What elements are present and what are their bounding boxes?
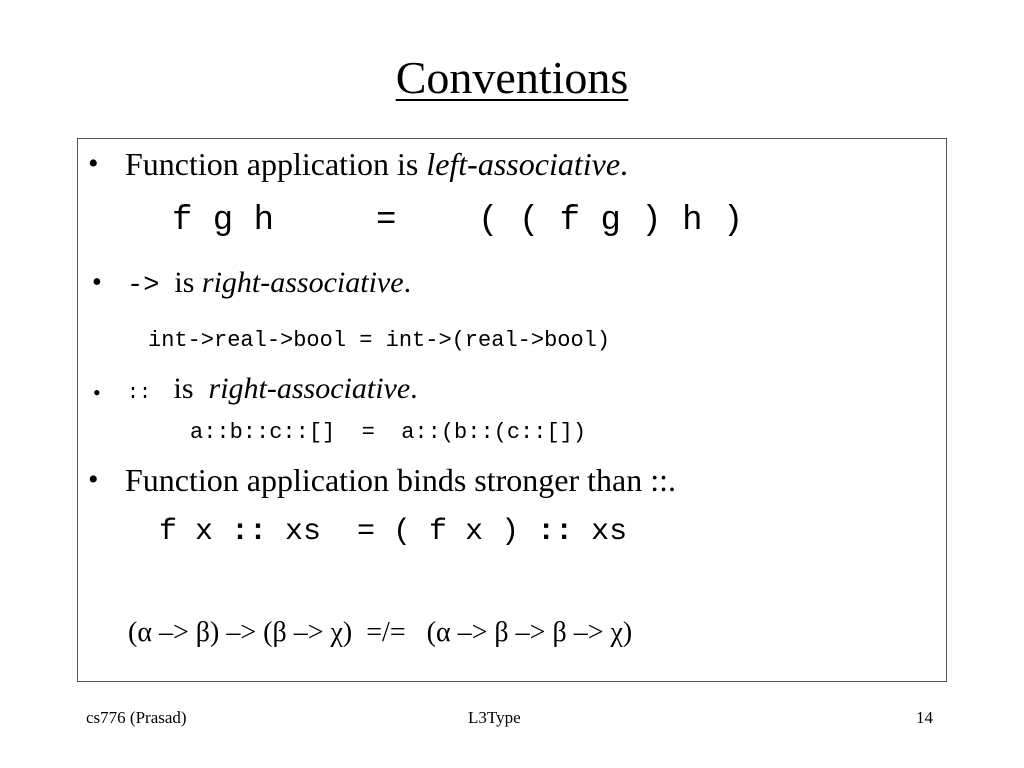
bullet-1-text: Function application is left-associative… — [125, 146, 628, 182]
bullet-1-text-start: Function application is — [125, 146, 427, 182]
footer-left: cs776 (Prasad) — [86, 708, 187, 727]
bullet-2-marker: • — [92, 267, 102, 298]
footer-page-number: 14 — [916, 708, 933, 727]
bullet-3-operator: :: — [127, 382, 152, 405]
bullet-3-text-end: . — [410, 372, 418, 405]
bullet-4-example-op2: :: — [537, 515, 574, 549]
bullet-4-text: Function application binds stronger than… — [125, 462, 677, 498]
footer-center: L3Type — [468, 708, 521, 727]
bullet-4-marker: • — [88, 463, 99, 496]
bullet-1-marker: • — [88, 147, 99, 180]
bullet-4-example-op1: :: — [231, 515, 268, 549]
type-expression: (α –> β) –> (β –> χ) =/= (α –> β –> β –>… — [128, 617, 633, 648]
bullet-4-example-part1: f x — [159, 515, 232, 549]
bullet-2-text: -> is right-associative. — [127, 266, 411, 303]
bullet-3-italic: right-associative — [208, 372, 411, 405]
slide-title: Conventions — [395, 52, 629, 103]
bullet-1-italic: left-associative — [426, 146, 621, 182]
bullet-4-example-part3: xs — [573, 515, 628, 549]
bullet-4-example-part2: xs = ( f x ) — [267, 515, 538, 549]
bullet-2-is: is — [174, 266, 195, 299]
bullet-2-operator: -> — [127, 271, 160, 301]
bullet-3-text: :: is right-associative. — [127, 372, 418, 411]
bullet-2-italic: right-associative — [201, 266, 404, 299]
bullet-3-is: is — [173, 372, 194, 405]
bullet-2-example: int->real->bool = int->(real->bool) — [148, 328, 611, 353]
bullet-1-example: f g h = ( ( f g ) h ) — [172, 202, 744, 240]
bullet-1-text-end: . — [620, 146, 629, 182]
content-box — [77, 138, 947, 682]
bullet-2-text-end: . — [403, 266, 412, 299]
bullet-3-marker: • — [93, 380, 101, 405]
bullet-3-example: a::b::c::[] = a::(b::(c::[]) — [190, 420, 587, 445]
bullet-4-example: f x :: xs = ( f x ) :: xs — [159, 514, 627, 550]
